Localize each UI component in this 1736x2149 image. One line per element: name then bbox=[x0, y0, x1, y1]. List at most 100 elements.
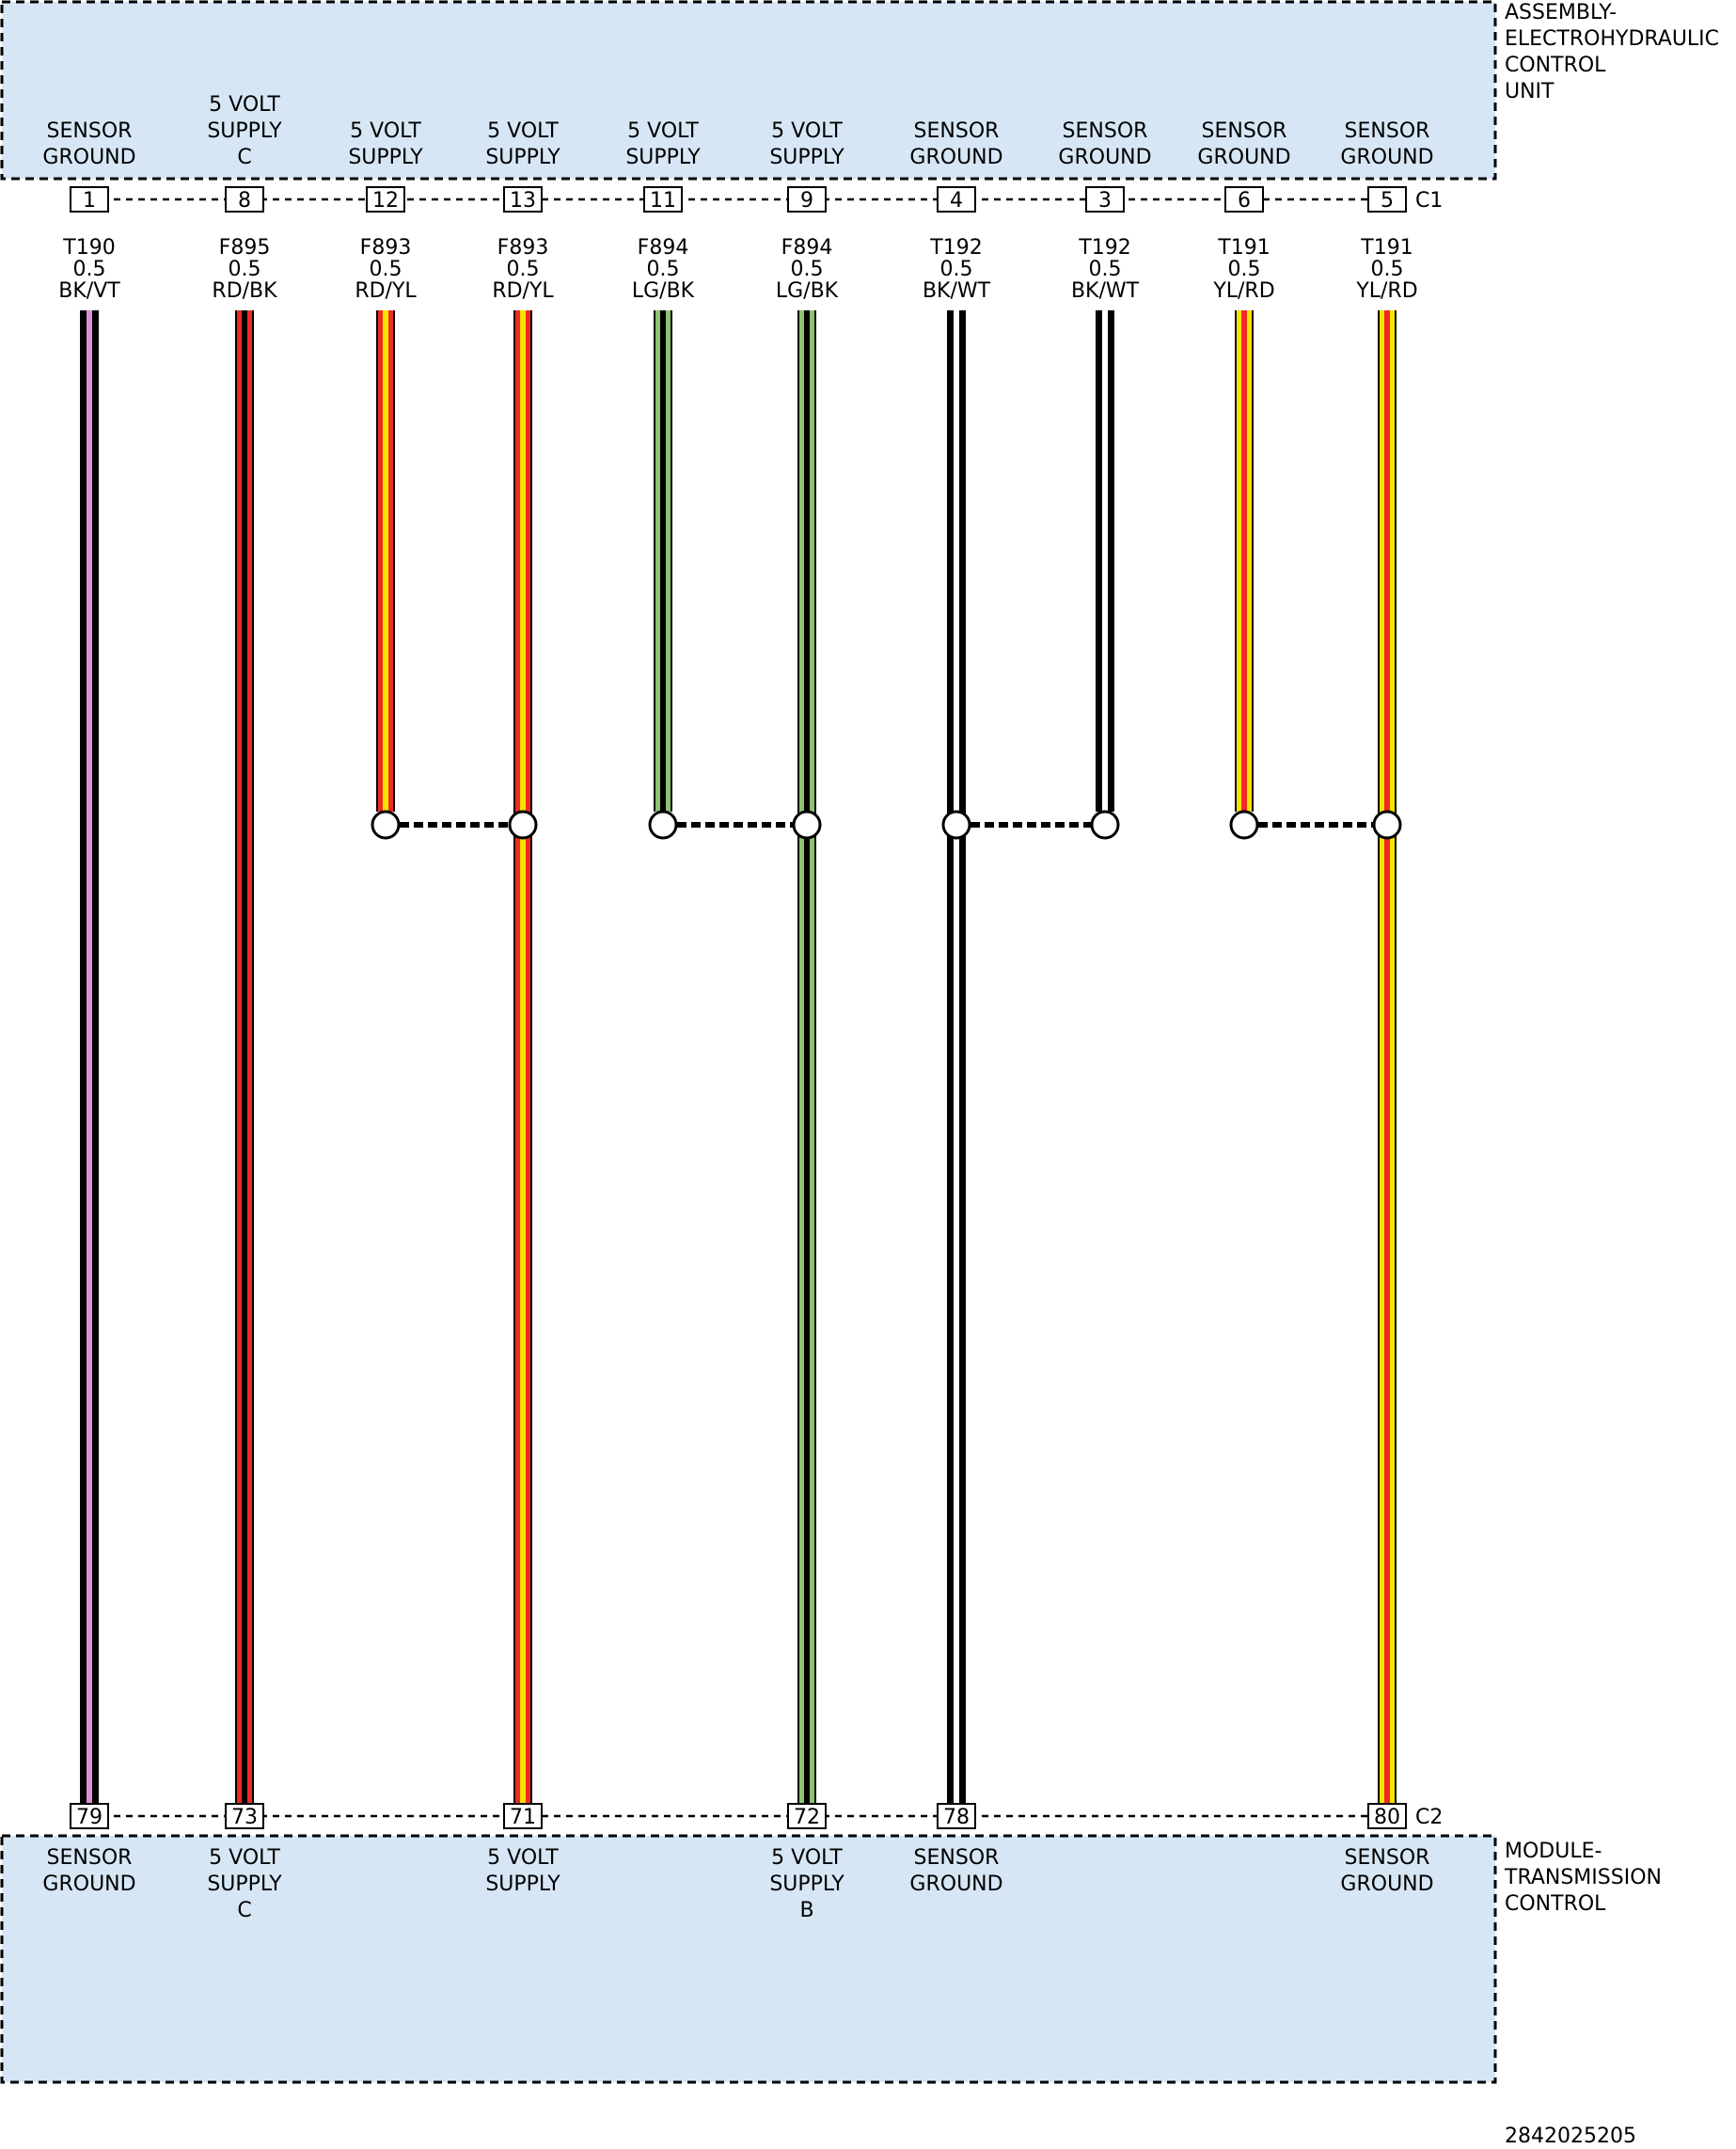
c2-pin: 78 bbox=[937, 1803, 976, 1829]
c1-pin: 11 bbox=[643, 186, 683, 213]
top-pin-function-label: SUPPLY bbox=[625, 146, 701, 169]
circuit-id: F893 bbox=[497, 236, 549, 260]
c1-pin: 13 bbox=[503, 186, 543, 213]
top-pin-function-label: C bbox=[237, 146, 251, 169]
wire-color-code: RD/BK bbox=[212, 279, 277, 303]
bottom-pin-function-label: GROUND bbox=[42, 1872, 135, 1896]
c1-pin: 6 bbox=[1224, 186, 1264, 213]
top-pin-function-label: 5 VOLT bbox=[487, 119, 559, 143]
wire bbox=[235, 310, 254, 1804]
top-pin-function-label: SENSOR bbox=[1063, 119, 1148, 143]
splice-node bbox=[1229, 810, 1259, 840]
wire-gauge: 0.5 bbox=[1371, 258, 1404, 281]
bottom-pin-function-label: GROUND bbox=[1340, 1872, 1433, 1896]
wire-gauge: 0.5 bbox=[229, 258, 261, 281]
top-pin-function-label: GROUND bbox=[1340, 146, 1433, 169]
top-pin-function-label: SENSOR bbox=[1202, 119, 1287, 143]
splice-node bbox=[648, 810, 678, 840]
c1-pin: 3 bbox=[1085, 186, 1125, 213]
bottom-pin-function-label: SUPPLY bbox=[769, 1872, 844, 1896]
wire-color-code: BK/WT bbox=[923, 279, 991, 303]
top-pin-function-label: SUPPLY bbox=[485, 146, 560, 169]
bottom-component-name-line: MODULE- bbox=[1505, 1840, 1602, 1863]
circuit-id: F894 bbox=[638, 236, 689, 260]
c1-pin-number: 4 bbox=[950, 189, 963, 213]
circuit-id: T192 bbox=[1078, 236, 1130, 260]
c1-pin-number: 9 bbox=[800, 189, 813, 213]
c1-pin: 1 bbox=[70, 186, 109, 213]
c2-pin-number: 73 bbox=[231, 1806, 258, 1829]
wire bbox=[654, 310, 672, 812]
bottom-pin-function-label: SENSOR bbox=[914, 1846, 1000, 1870]
c1-pin-number: 11 bbox=[650, 189, 676, 213]
bottom-pin-function-label: SUPPLY bbox=[485, 1872, 560, 1896]
top-component-box bbox=[0, 0, 1497, 181]
wire bbox=[1378, 310, 1397, 1804]
top-pin-function-label: GROUND bbox=[42, 146, 135, 169]
circuit-id: T191 bbox=[1217, 236, 1270, 260]
bottom-pin-function-label: 5 VOLT bbox=[771, 1846, 843, 1870]
bottom-pin-function-label: SENSOR bbox=[1345, 1846, 1430, 1870]
c1-pin-number: 12 bbox=[372, 189, 399, 213]
c1-pin: 4 bbox=[937, 186, 976, 213]
wire-gauge: 0.5 bbox=[1089, 258, 1122, 281]
top-pin-function-label: SUPPLY bbox=[769, 146, 844, 169]
top-pin-function-label: SENSOR bbox=[47, 119, 133, 143]
wire-gauge: 0.5 bbox=[507, 258, 540, 281]
c2-pin: 79 bbox=[70, 1803, 109, 1829]
wire bbox=[80, 310, 99, 1804]
c1-pin-number: 8 bbox=[238, 189, 251, 213]
top-component-name-line: UNIT bbox=[1505, 80, 1555, 103]
bottom-pin-function-label: SENSOR bbox=[47, 1846, 133, 1870]
top-pin-function-label: 5 VOLT bbox=[350, 119, 421, 143]
bottom-pin-function-label: 5 VOLT bbox=[487, 1846, 559, 1870]
wire-color-code: BK/WT bbox=[1071, 279, 1140, 303]
bottom-pin-function-label: B bbox=[799, 1899, 813, 1922]
splice-node bbox=[1372, 810, 1402, 840]
connector-c2-label: C2 bbox=[1415, 1806, 1443, 1829]
splice-node bbox=[1090, 810, 1120, 840]
wire bbox=[947, 310, 966, 1804]
bottom-pin-function-label: SUPPLY bbox=[207, 1872, 282, 1896]
top-pin-function-label: SUPPLY bbox=[207, 119, 282, 143]
wire-color-code: YL/RD bbox=[1355, 279, 1417, 303]
c1-pin: 5 bbox=[1367, 186, 1407, 213]
c1-pin-number: 3 bbox=[1098, 189, 1112, 213]
top-pin-function-label: SENSOR bbox=[914, 119, 1000, 143]
c1-pin: 9 bbox=[787, 186, 827, 213]
top-pin-function-label: SUPPLY bbox=[348, 146, 423, 169]
c2-pin-number: 71 bbox=[510, 1806, 536, 1829]
c2-pin: 73 bbox=[225, 1803, 264, 1829]
top-component-name-line: ASSEMBLY- bbox=[1505, 1, 1617, 24]
wire-gauge: 0.5 bbox=[791, 258, 824, 281]
wire-color-code: LG/BK bbox=[632, 279, 695, 303]
splice-node bbox=[792, 810, 822, 840]
bottom-pin-function-label: GROUND bbox=[909, 1872, 1002, 1896]
c1-pin-number: 6 bbox=[1238, 189, 1251, 213]
c1-pin-number: 5 bbox=[1381, 189, 1394, 213]
c1-pin-number: 1 bbox=[83, 189, 96, 213]
c2-pin: 71 bbox=[503, 1803, 543, 1829]
circuit-id: F894 bbox=[781, 236, 833, 260]
circuit-id: T190 bbox=[62, 236, 115, 260]
wire bbox=[1096, 310, 1114, 812]
c2-pin-number: 72 bbox=[794, 1806, 820, 1829]
splice-node bbox=[508, 810, 538, 840]
top-component-name-line: CONTROL bbox=[1505, 54, 1606, 77]
wire-color-code: RD/YL bbox=[492, 279, 554, 303]
c1-pin: 12 bbox=[366, 186, 405, 213]
circuit-id: F895 bbox=[219, 236, 271, 260]
top-pin-function-label: GROUND bbox=[909, 146, 1002, 169]
c2-pin: 80 bbox=[1367, 1803, 1407, 1829]
wire-gauge: 0.5 bbox=[1228, 258, 1261, 281]
connector-c1-label: C1 bbox=[1415, 189, 1443, 213]
wire-gauge: 0.5 bbox=[940, 258, 973, 281]
wire-gauge: 0.5 bbox=[647, 258, 680, 281]
splice-node bbox=[941, 810, 971, 840]
wire-gauge: 0.5 bbox=[370, 258, 402, 281]
c2-pin-number: 79 bbox=[76, 1806, 103, 1829]
top-pin-function-label: GROUND bbox=[1197, 146, 1290, 169]
wire-gauge: 0.5 bbox=[73, 258, 106, 281]
c2-pin-number: 78 bbox=[943, 1806, 970, 1829]
